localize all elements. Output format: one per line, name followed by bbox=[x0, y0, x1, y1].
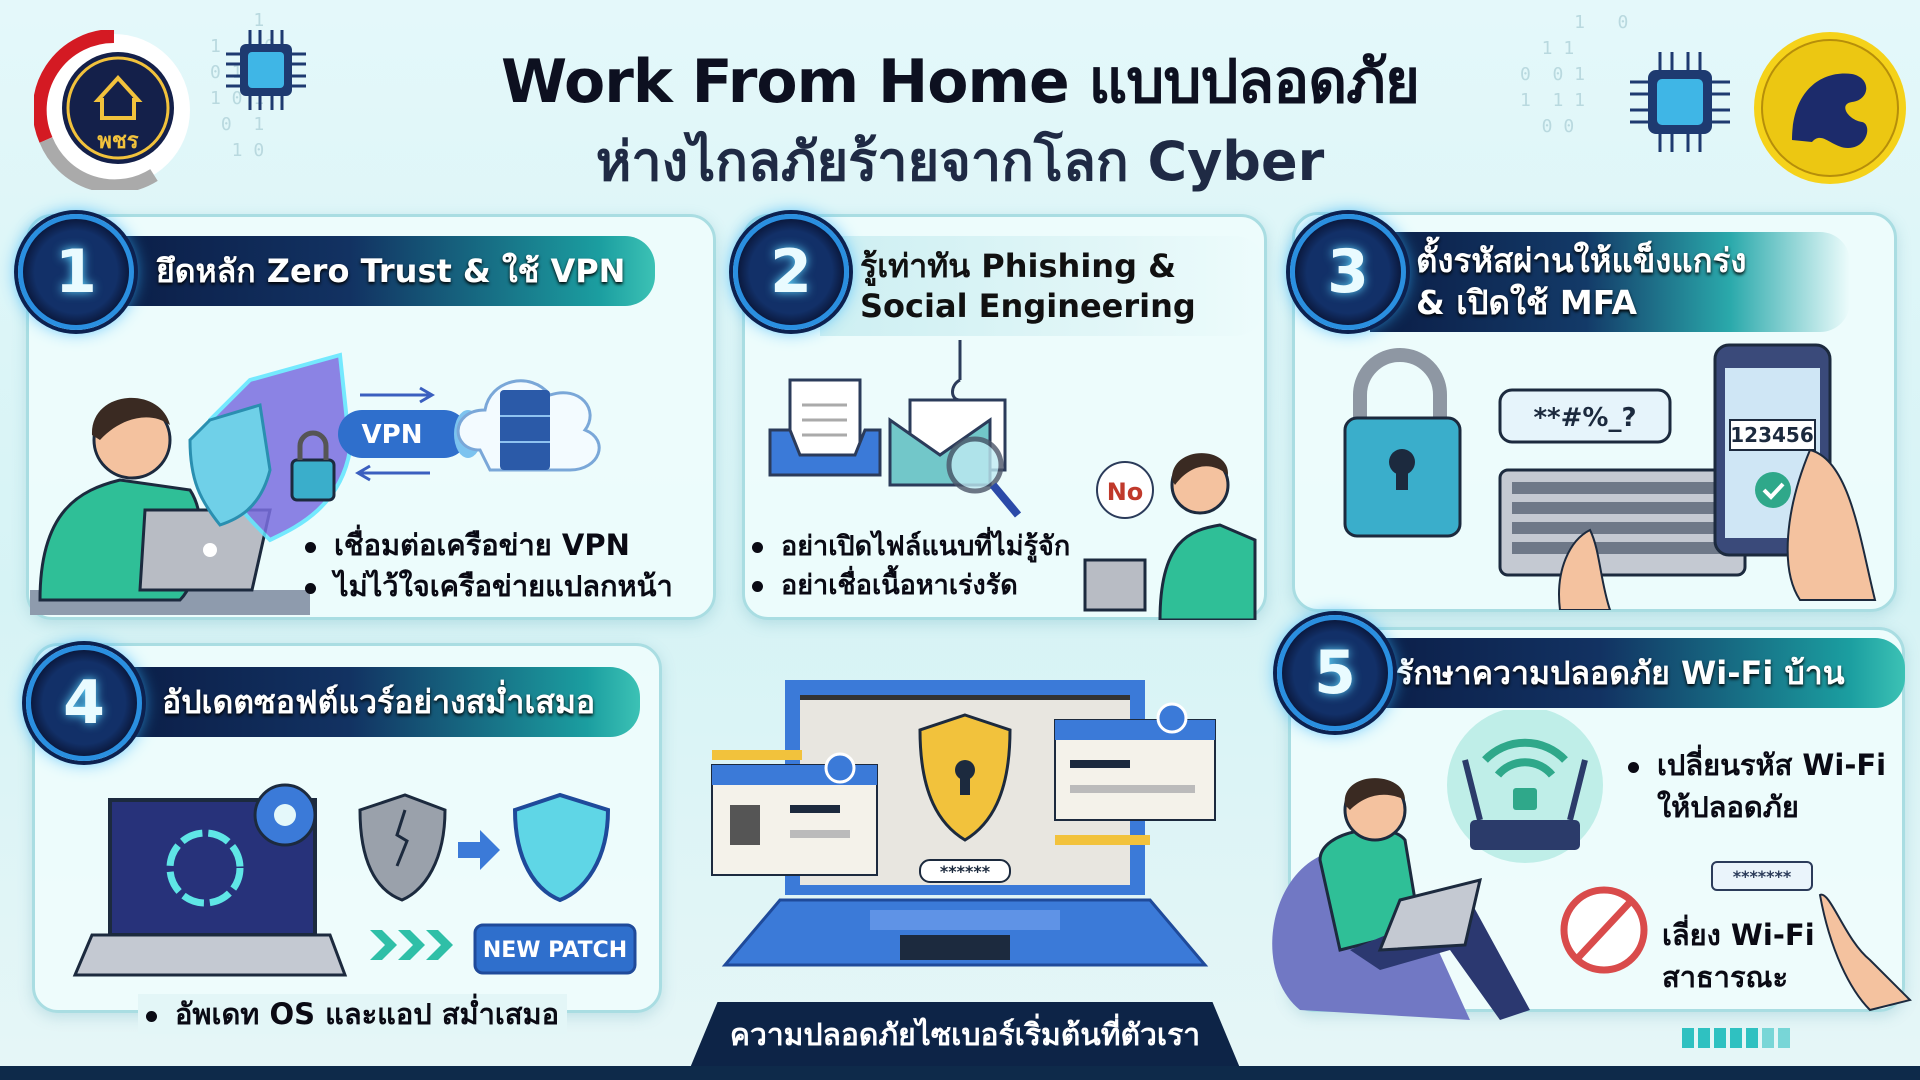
chip-icon bbox=[1630, 52, 1730, 152]
otp-code: 123456 bbox=[1730, 423, 1814, 447]
section-5-number-badge: 5 bbox=[1277, 615, 1393, 731]
wifi-password-field: ******* bbox=[1733, 867, 1792, 886]
phishing-illustration: No bbox=[760, 340, 1260, 622]
section-3-title-line1: ตั้งรหัสผ่านให้แข็งแกร่ง bbox=[1416, 241, 1747, 280]
section-1-number-badge: 1 bbox=[18, 214, 134, 330]
svg-text:พชร: พชร bbox=[97, 129, 138, 154]
section-5-header: รักษาความปลอดภัย Wi-Fi บ้าน bbox=[1350, 638, 1905, 708]
section-3-title-line2: & เปิดใช้ MFA bbox=[1416, 283, 1638, 322]
section-1-bullet: เชื่อมต่อเครือข่าย VPN bbox=[305, 525, 630, 565]
binary-decoration: 1 0 1 1 0 0 1 1 1 1 0 0 bbox=[1520, 12, 1629, 137]
section-1-bullet: ไม่ไว้ใจเครือข่ายแปลกหน้า bbox=[305, 566, 673, 606]
new-patch-label: NEW PATCH bbox=[483, 938, 627, 963]
page-title: Work From Home แบบปลอดภัย bbox=[501, 47, 1420, 117]
section-2-bullet: อย่าเปิดไฟล์แนบที่ไม่รู้จัก bbox=[752, 527, 1070, 567]
bottom-strip bbox=[0, 1066, 1920, 1080]
organization-logo: พชร bbox=[32, 28, 194, 194]
section-3-number-badge: 3 bbox=[1290, 214, 1406, 330]
section-1-header: ยึดหลัก Zero Trust & ใช้ VPN bbox=[100, 236, 655, 306]
section-2-header: รู้เท่าทัน Phishing &Social Engineering bbox=[820, 236, 1265, 336]
section-4-header: อัปเดตซอฟต์แวร์อย่างสม่ำเสมอ bbox=[110, 667, 640, 737]
vpn-illustration: VPN bbox=[20, 340, 700, 620]
section-5-title: รักษาความปลอดภัย Wi-Fi บ้าน bbox=[1396, 653, 1845, 692]
section-2-number-badge: 2 bbox=[733, 214, 849, 330]
footer-text: ความปลอดภัยไซเบอร์เริ่มต้นที่ตัวเรา bbox=[729, 1017, 1201, 1053]
footer-banner: ความปลอดภัยไซเบอร์เริ่มต้นที่ตัวเรา bbox=[690, 1002, 1240, 1068]
section-1-title: ยึดหลัก Zero Trust & ใช้ VPN bbox=[156, 251, 626, 290]
page-subtitle: ห่างไกลภัยร้ายจากโลก Cyber bbox=[595, 130, 1325, 193]
section-4-title: อัปเดตซอฟต์แวร์อย่างสม่ำเสมอ bbox=[162, 682, 596, 721]
speech-no: No bbox=[1107, 478, 1144, 506]
section-2-bullet: อย่าเชื่อเนื้อหาเร่งรัด bbox=[752, 566, 1018, 606]
software-update-illustration: NEW PATCH bbox=[30, 770, 660, 990]
chip-icon bbox=[226, 30, 306, 110]
center-password-field: ****** bbox=[940, 862, 991, 881]
wifi-safety-illustration: ******* bbox=[1270, 707, 1920, 1050]
secure-laptop-illustration: ****** bbox=[700, 675, 1220, 975]
section-2-title-line1: รู้เท่าทัน Phishing & bbox=[860, 247, 1177, 285]
section-2-title-line2: Social Engineering bbox=[860, 287, 1196, 325]
password-bubble: **#%_? bbox=[1533, 403, 1636, 433]
section-4-bullet: อัพเดท OS และแอป สม่ำเสมอ bbox=[138, 994, 568, 1034]
section-3-header: ตั้งรหัสผ่านให้แข็งแกร่ง& เปิดใช้ MFA bbox=[1370, 232, 1850, 332]
section-4-number-badge: 4 bbox=[26, 645, 142, 761]
vpn-label: VPN bbox=[362, 420, 423, 450]
password-mfa-illustration: **#%_? 123456 bbox=[1330, 340, 1890, 611]
government-emblem bbox=[1752, 30, 1908, 186]
